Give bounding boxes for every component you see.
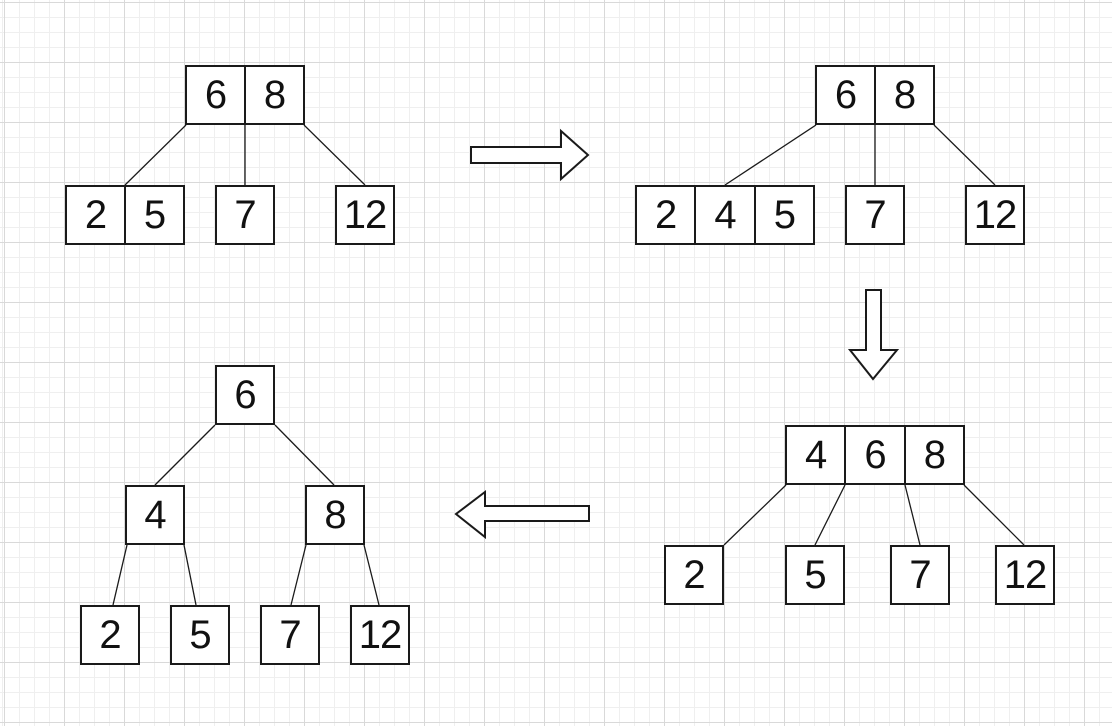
tree4-leaf-node: 12 bbox=[350, 605, 410, 665]
tree4-leaf-node: 7 bbox=[260, 605, 320, 665]
node-cell: 6 bbox=[844, 427, 903, 483]
node-cell: 4 bbox=[144, 492, 166, 537]
node-cell: 7 bbox=[279, 612, 301, 657]
tree-edge bbox=[724, 124, 817, 186]
node-cell: 7 bbox=[864, 192, 886, 237]
node-cell: 5 bbox=[189, 612, 211, 657]
node-cell: 12 bbox=[358, 612, 403, 657]
step-arrows bbox=[454, 128, 900, 540]
tree4-leaf-node: 5 bbox=[170, 605, 230, 665]
tree-edge bbox=[963, 484, 1025, 546]
tree3-child-node: 5 bbox=[785, 545, 845, 605]
node-cell: 5 bbox=[753, 187, 813, 243]
tree-edge bbox=[933, 124, 996, 186]
tree1-child-node: 2 5 bbox=[65, 185, 185, 245]
node-cell: 6 bbox=[234, 372, 256, 417]
tree-edge bbox=[303, 124, 366, 186]
tree-edge bbox=[112, 544, 128, 606]
tree3-edges bbox=[723, 484, 1025, 546]
tree2-root-node: 6 8 bbox=[815, 65, 935, 125]
tree2-edges bbox=[724, 124, 996, 186]
tree4-left-child-node: 4 bbox=[125, 485, 185, 545]
tree4-edges bbox=[112, 424, 380, 606]
tree1-child-node: 7 bbox=[215, 185, 275, 245]
node-cell: 6 bbox=[834, 72, 857, 117]
node-cell: 12 bbox=[1003, 552, 1048, 597]
node-cell: 6 bbox=[204, 72, 227, 117]
tree4-right-child-node: 8 bbox=[305, 485, 365, 545]
node-cell: 8 bbox=[874, 67, 933, 123]
tree-edge bbox=[183, 544, 197, 606]
node-cell: 5 bbox=[804, 552, 826, 597]
node-cell: 4 bbox=[805, 432, 827, 477]
node-cell: 8 bbox=[324, 492, 346, 537]
tree-edge bbox=[154, 424, 216, 486]
node-cell: 7 bbox=[234, 192, 256, 237]
node-cell: 2 bbox=[84, 192, 107, 237]
tree-edge bbox=[363, 544, 380, 606]
down-arrow-icon bbox=[847, 289, 900, 381]
tree4-root-node: 6 bbox=[215, 365, 275, 425]
left-arrow-icon bbox=[454, 489, 590, 540]
node-cell: 5 bbox=[124, 187, 183, 243]
node-cell: 7 bbox=[909, 552, 931, 597]
tree3-root-node: 4 6 8 bbox=[785, 425, 965, 485]
node-cell: 12 bbox=[343, 192, 388, 237]
tree-edge bbox=[274, 424, 335, 486]
tree-edge bbox=[814, 484, 846, 546]
tree3-child-node: 7 bbox=[890, 545, 950, 605]
node-cell: 4 bbox=[694, 187, 753, 243]
tree2-child-node: 2 4 5 bbox=[635, 185, 815, 245]
node-cell: 12 bbox=[973, 192, 1018, 237]
node-cell: 2 bbox=[99, 612, 121, 657]
tree-edge bbox=[290, 544, 307, 606]
node-cell: 8 bbox=[244, 67, 303, 123]
tree1-edges bbox=[124, 124, 366, 186]
tree1-child-node: 12 bbox=[335, 185, 395, 245]
tree1-root-node: 6 8 bbox=[185, 65, 305, 125]
node-cell: 2 bbox=[655, 192, 677, 237]
node-cell: 2 bbox=[683, 552, 705, 597]
tree-edge bbox=[904, 484, 921, 546]
tree2-child-node: 7 bbox=[845, 185, 905, 245]
right-arrow-icon bbox=[470, 128, 590, 182]
tree-edge bbox=[124, 124, 187, 186]
tree-edge bbox=[723, 484, 787, 546]
tree2-child-node: 12 bbox=[965, 185, 1025, 245]
tree4-leaf-node: 2 bbox=[80, 605, 140, 665]
tree3-child-node: 12 bbox=[995, 545, 1055, 605]
tree3-child-node: 2 bbox=[664, 545, 724, 605]
node-cell: 8 bbox=[903, 427, 963, 483]
